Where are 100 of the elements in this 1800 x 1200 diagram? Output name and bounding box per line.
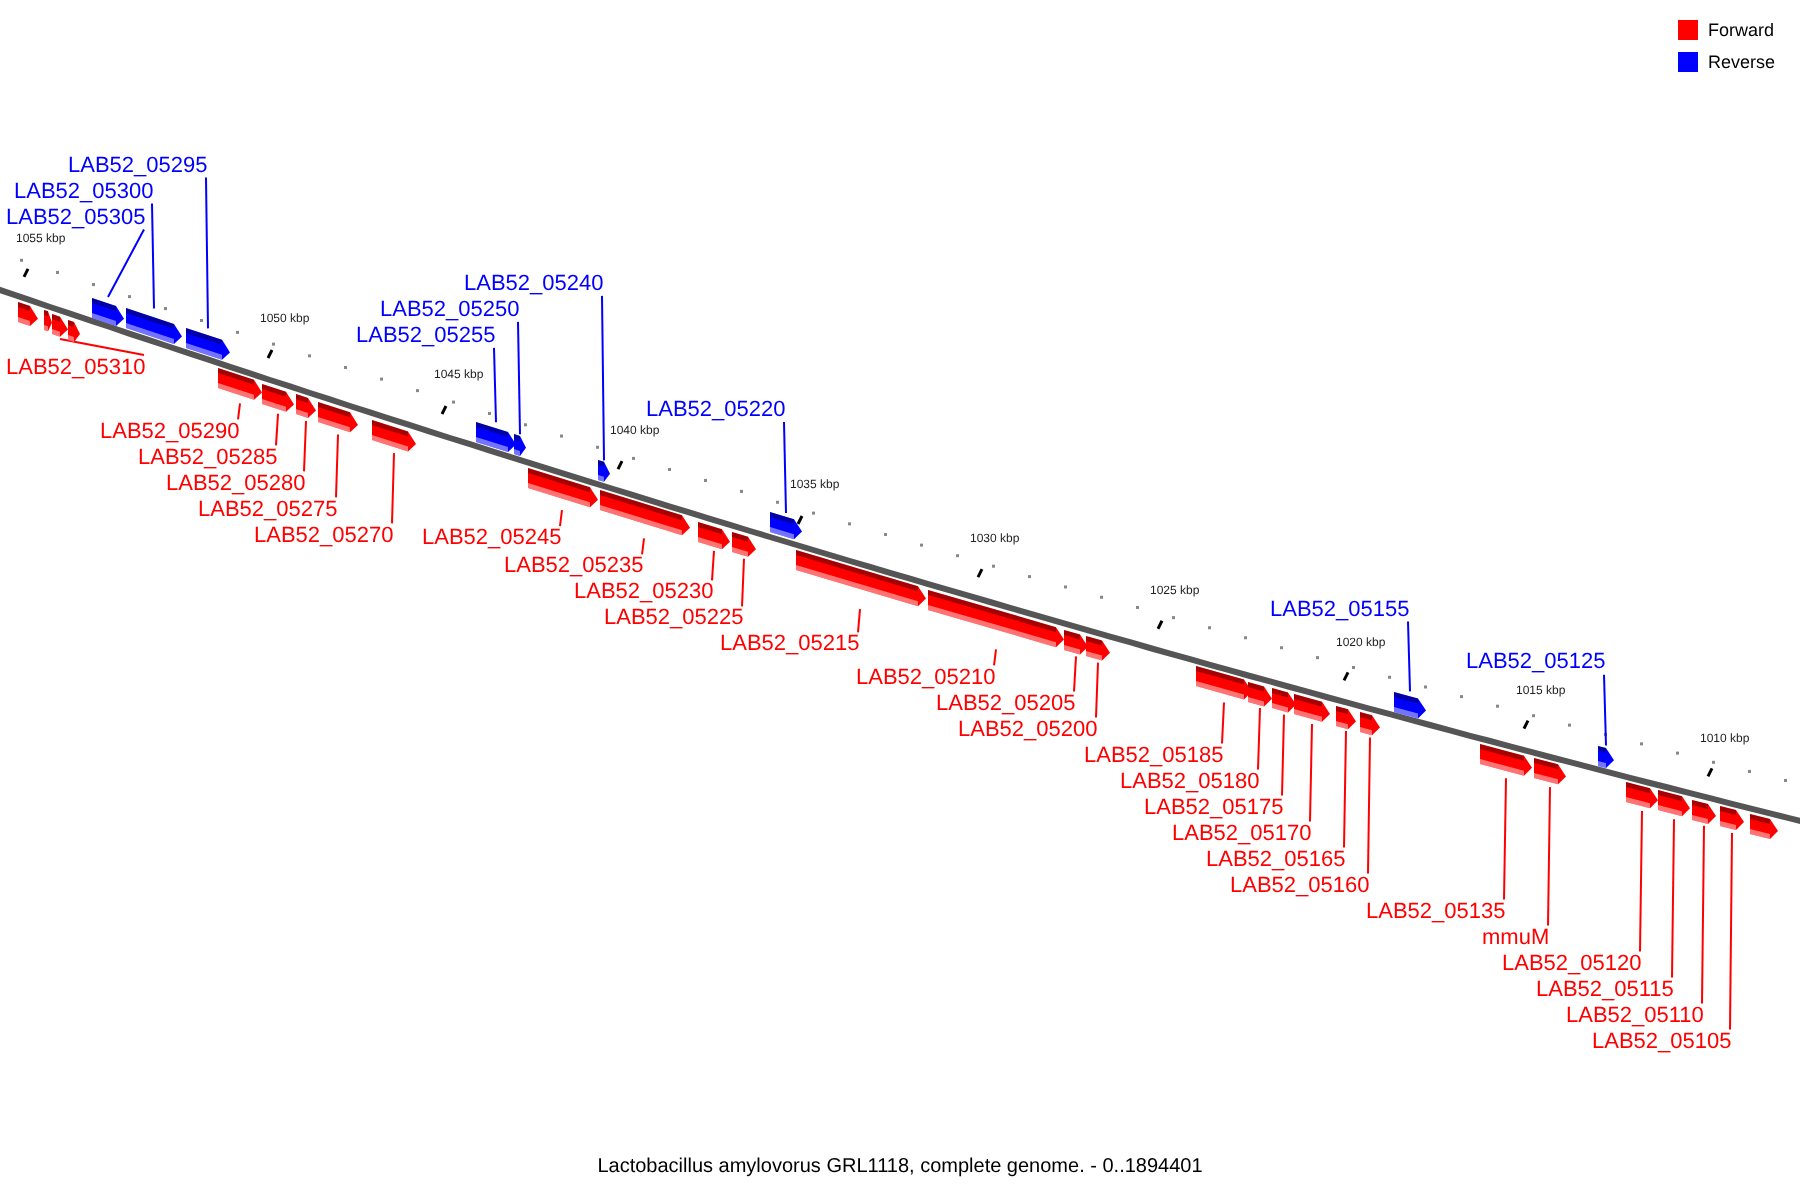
gene-block <box>599 490 689 539</box>
gene-block <box>1272 688 1296 715</box>
leader-line <box>1343 730 1347 849</box>
gene-label: LAB52_05115 <box>1536 977 1674 1002</box>
gene-label: LAB52_05210 <box>856 665 996 690</box>
leader-line <box>641 537 645 556</box>
gene-label: LAB52_05215 <box>720 632 860 657</box>
leader-line <box>1729 831 1733 1031</box>
leader-line <box>1547 786 1551 927</box>
gene-block <box>296 394 316 421</box>
gene-label: LAB52_05245 <box>422 526 562 551</box>
gene-label: LAB52_05290 <box>100 419 240 444</box>
legend-label: Forward <box>1708 18 1775 42</box>
gene-block <box>514 434 526 458</box>
leader-line <box>517 320 521 436</box>
gene-label: LAB52_05165 <box>1206 847 1346 872</box>
gene-block <box>770 512 802 543</box>
leader-line <box>151 202 155 310</box>
gene-block <box>18 302 38 329</box>
gene-label: LAB52_05175 <box>1144 795 1284 820</box>
legend-label: Reverse <box>1708 50 1776 74</box>
gene-label: LAB52_05105 <box>1592 1029 1732 1054</box>
gene-block <box>1692 799 1716 826</box>
gene-label: LAB52_05205 <box>936 691 1076 716</box>
leader-line <box>1073 655 1077 693</box>
gene-label: LAB52_05220 <box>646 398 786 423</box>
gene-label: LAB52_05240 <box>464 271 604 296</box>
leader-line <box>1603 673 1607 747</box>
leader-line <box>601 294 605 462</box>
gene-label: LAB52_05125 <box>1466 650 1606 675</box>
leader-line <box>1309 723 1313 823</box>
gene-block <box>68 319 80 344</box>
gene-label: LAB52_05275 <box>198 497 338 522</box>
leader-line <box>1503 777 1507 901</box>
gene-label: LAB52_05280 <box>166 471 306 496</box>
gene-label: mmuM <box>1482 925 1550 950</box>
gene-block <box>698 521 730 551</box>
leader-line <box>303 419 307 473</box>
gene-label: LAB52_05305 <box>6 205 146 230</box>
gene-label: LAB52_05155 <box>1270 597 1410 622</box>
leader-line <box>1221 701 1225 745</box>
leader-line <box>711 549 715 582</box>
gene-block <box>1720 806 1744 833</box>
leader-line <box>275 412 279 447</box>
gene-block <box>732 531 756 559</box>
gene-label: LAB52_05135 <box>1366 899 1506 924</box>
gene-block <box>372 419 416 454</box>
gene-label: LAB52_05110 <box>1566 1003 1704 1028</box>
leader-line <box>335 433 339 499</box>
gene-block <box>218 368 262 404</box>
gene-block <box>126 308 182 348</box>
leader-line <box>59 338 145 356</box>
gene-label: LAB52_05180 <box>1120 769 1260 794</box>
caption: Lactobacillus amylovorus GRL1118, complete genome. - 0..1894401 <box>595 1156 1205 1180</box>
leader-line <box>205 176 209 330</box>
leader-line <box>1671 818 1675 979</box>
gene-block <box>795 550 925 610</box>
leader-line <box>1281 713 1285 797</box>
leader-line <box>783 421 787 514</box>
leader-line <box>1639 810 1643 953</box>
gene-block <box>52 313 68 339</box>
leader-line <box>1095 661 1099 719</box>
gene-label: LAB52_05200 <box>958 717 1098 742</box>
gene-label: LAB52_05230 <box>574 580 714 605</box>
leader-line <box>107 228 145 299</box>
gene-block <box>928 589 1064 650</box>
gene-block <box>598 460 610 485</box>
gene-block <box>1394 691 1426 720</box>
leader-line <box>493 346 497 424</box>
gene-label: LAB52_05300 <box>14 179 154 204</box>
gene-block <box>1598 745 1614 770</box>
gene-block <box>1064 629 1088 657</box>
leader-line <box>1407 620 1411 693</box>
gene-block <box>186 328 230 363</box>
gene-block <box>527 468 597 511</box>
gene-label: LAB52_05225 <box>604 606 744 631</box>
gene-label: LAB52_05270 <box>254 523 394 548</box>
leader-line <box>857 608 861 634</box>
gene-label: LAB52_05185 <box>1084 743 1224 768</box>
gene-block <box>1360 712 1380 738</box>
leader-line <box>993 648 997 667</box>
gene-label: LAB52_05285 <box>138 445 278 470</box>
leader-line <box>237 402 241 421</box>
gene-label: LAB52_05295 <box>68 153 208 178</box>
gene-label: LAB52_05170 <box>1172 821 1312 846</box>
leader-line <box>1701 824 1705 1005</box>
gene-block <box>1750 814 1778 842</box>
gene-label: LAB52_05310 <box>6 355 146 379</box>
gene-block <box>1534 758 1566 788</box>
leader-line <box>391 452 395 525</box>
gene-block <box>1658 790 1690 820</box>
gene-label: LAB52_05160 <box>1230 873 1370 898</box>
gene-block <box>44 310 52 334</box>
gene-block <box>262 383 294 414</box>
gene-label: LAB52_05255 <box>356 323 496 348</box>
gene-block <box>1626 782 1658 811</box>
gene-label: LAB52_05235 <box>504 554 644 579</box>
gene-label: LAB52_05250 <box>380 297 520 322</box>
leader-line <box>559 509 563 528</box>
gene-block <box>1336 705 1356 732</box>
